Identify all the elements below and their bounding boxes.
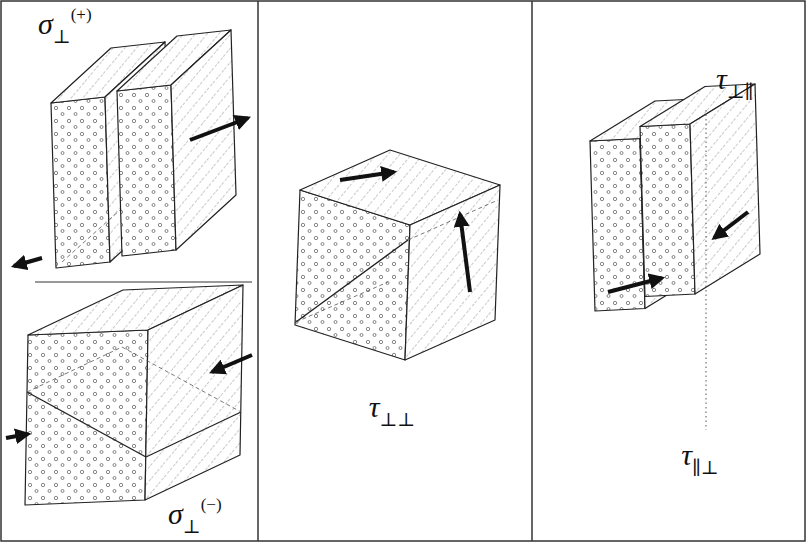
transverse-shear-cube	[295, 150, 500, 360]
compression-cube	[6, 285, 252, 505]
stress-symbol: τ∥⊥	[681, 440, 718, 477]
stress-symbol: σ⊥(+)	[38, 6, 92, 46]
stress-symbol: σ⊥(−)	[168, 496, 222, 536]
tension-cube	[14, 30, 248, 268]
stress-symbol: τ⊥⊥	[369, 392, 416, 429]
longitudinal-shear-cube	[590, 84, 760, 430]
stress-symbol: τ⊥∥	[716, 64, 753, 101]
